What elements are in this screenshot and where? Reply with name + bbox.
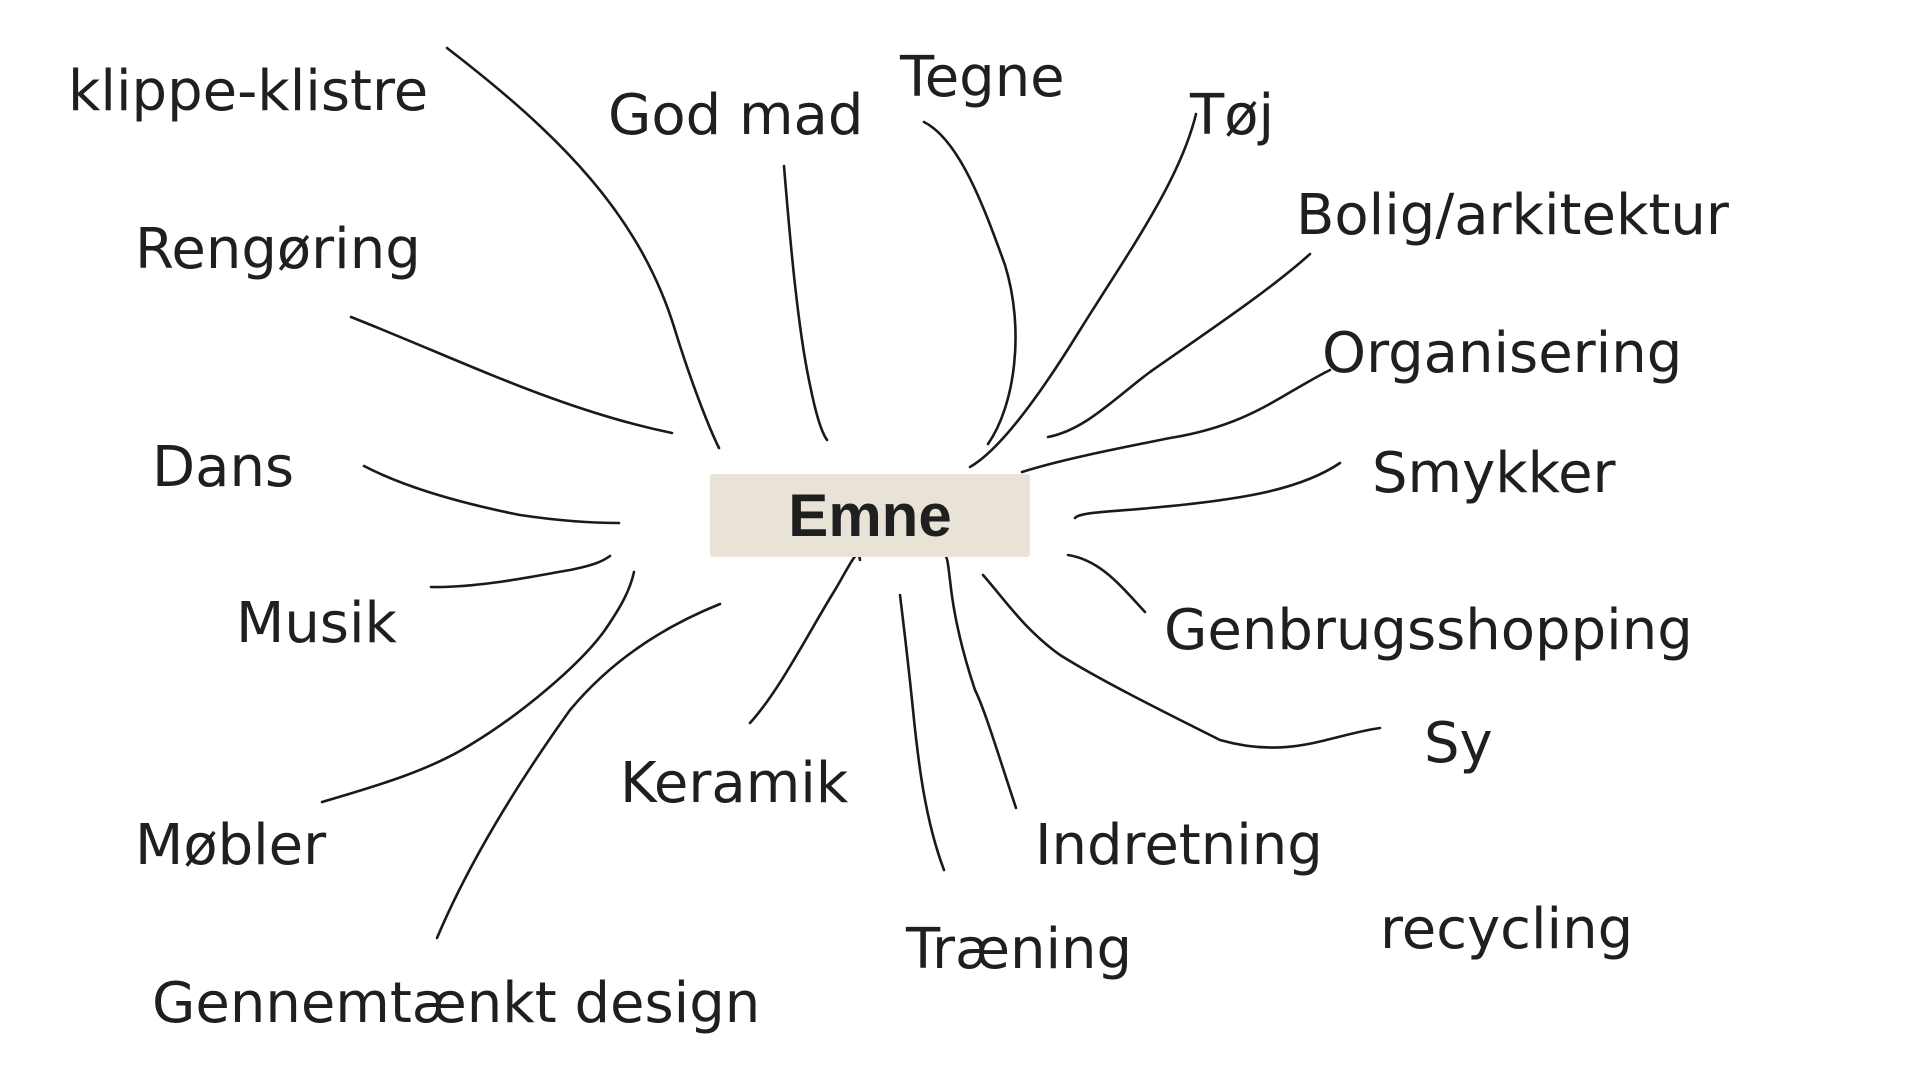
topic-gennemtaenkt-design[interactable]: Gennemtænkt design [152, 971, 761, 1036]
topic-tegne[interactable]: Tegne [900, 45, 1065, 110]
connector-smykker [1073, 461, 1342, 520]
topic-musik[interactable]: Musik [236, 591, 397, 656]
connector-mobler [320, 570, 636, 804]
topic-keramik[interactable]: Keramik [620, 751, 849, 816]
topic-organisering[interactable]: Organisering [1322, 321, 1683, 386]
topic-smykker[interactable]: Smykker [1372, 441, 1616, 506]
connector-genbrug [1066, 553, 1147, 614]
topic-recycling[interactable]: recycling [1380, 897, 1634, 962]
connector-keramik [748, 553, 862, 725]
topic-traening[interactable]: Træning [906, 917, 1133, 982]
center-topic-box[interactable]: Emne [710, 474, 1030, 557]
connector-klippe-klistre [445, 46, 721, 450]
topic-indretning[interactable]: Indretning [1035, 813, 1323, 878]
connector-traening [898, 593, 946, 872]
topic-toj[interactable]: Tøj [1190, 83, 1275, 148]
connector-toj [968, 112, 1198, 469]
topic-dans[interactable]: Dans [152, 435, 295, 500]
topic-sy[interactable]: Sy [1424, 711, 1493, 776]
connector-tegne [922, 120, 1017, 446]
topic-klippe-klistre[interactable]: klippe-klistre [68, 59, 429, 124]
connector-rengoring [349, 315, 674, 435]
center-topic-label: Emne [788, 482, 952, 549]
connector-organisering [1020, 368, 1332, 474]
connector-dans [362, 464, 621, 525]
topic-rengoring[interactable]: Rengøring [135, 217, 421, 282]
connector-bolig [1046, 252, 1312, 439]
connector-god-mad [782, 164, 829, 442]
topic-bolig-arkitektur[interactable]: Bolig/arkitektur [1296, 183, 1729, 248]
connector-indretning [942, 551, 1018, 810]
topic-mobler[interactable]: Møbler [135, 813, 327, 878]
topic-god-mad[interactable]: God mad [608, 83, 864, 148]
connector-gennemtaenkt [435, 602, 722, 940]
connector-sy [981, 573, 1382, 749]
connector-musik [429, 554, 612, 589]
topic-genbrugsshopping[interactable]: Genbrugsshopping [1164, 598, 1693, 663]
